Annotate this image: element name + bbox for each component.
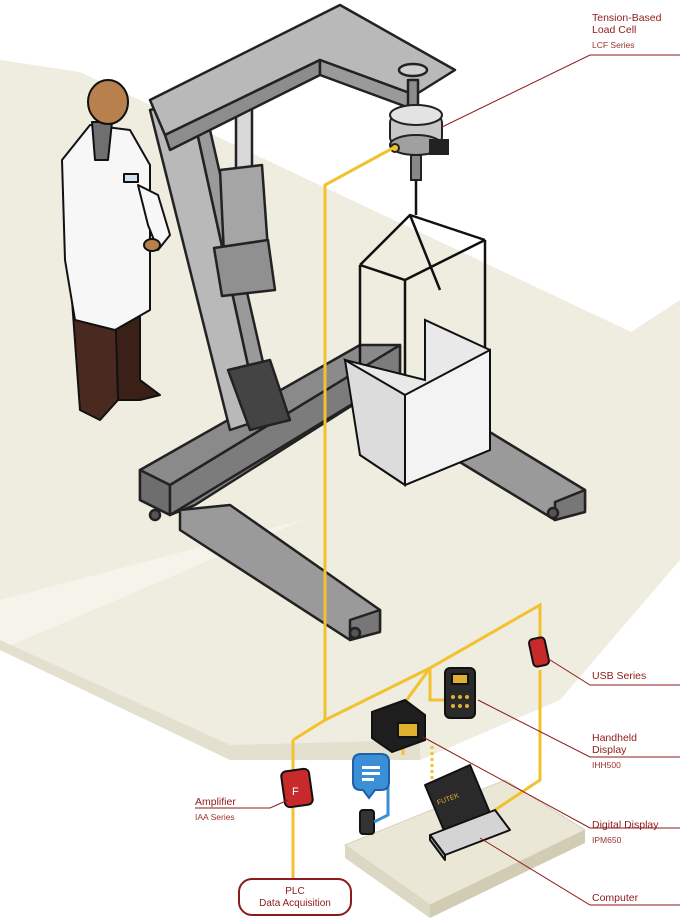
handheld-series: IHH500 — [592, 760, 621, 770]
load-bin — [343, 318, 491, 487]
computer-name: Computer — [592, 892, 639, 904]
usb-name: USB Series — [592, 670, 647, 682]
digital-display-name: Digital Display — [592, 819, 659, 831]
technician-figure — [61, 79, 171, 421]
callout-lines — [195, 54, 680, 906]
usb-module — [528, 636, 550, 668]
plc-data-acquisition-box: PLC Data Acquisition — [238, 878, 352, 916]
label-usb: USB Series — [592, 670, 646, 682]
amplifier-series: IAA Series — [195, 812, 235, 822]
tension-load-cell — [389, 104, 449, 181]
handheld-name: Handheld Display — [592, 732, 637, 756]
crane-mast — [148, 98, 292, 432]
label-load-cell: Tension-Based Load Cell LCF Series — [592, 12, 661, 51]
plc-name: PLC Data Acquisition — [259, 886, 331, 909]
digital-display-device — [371, 698, 426, 754]
label-handheld: Handheld Display IHH500 — [592, 732, 637, 771]
digital-display-series: IPM650 — [592, 835, 622, 845]
handheld-display-device — [444, 667, 476, 719]
load-cell-series: LCF Series — [592, 40, 635, 50]
laptop-computer: FUTEK — [424, 764, 511, 861]
yellow-cables — [291, 146, 542, 880]
load-cell-name: Tension-Based Load Cell — [592, 12, 662, 36]
label-digital-display: Digital Display IPM650 — [592, 819, 659, 846]
sensor-connector — [359, 780, 390, 835]
amplifier-device: F — [280, 767, 314, 809]
crane-boom — [148, 3, 457, 152]
label-computer: Computer — [592, 892, 638, 904]
label-amplifier: Amplifier IAA Series — [195, 796, 236, 823]
signal-bubble-icon — [352, 753, 390, 800]
svg-text:F: F — [292, 786, 299, 798]
amplifier-name: Amplifier — [195, 796, 236, 808]
